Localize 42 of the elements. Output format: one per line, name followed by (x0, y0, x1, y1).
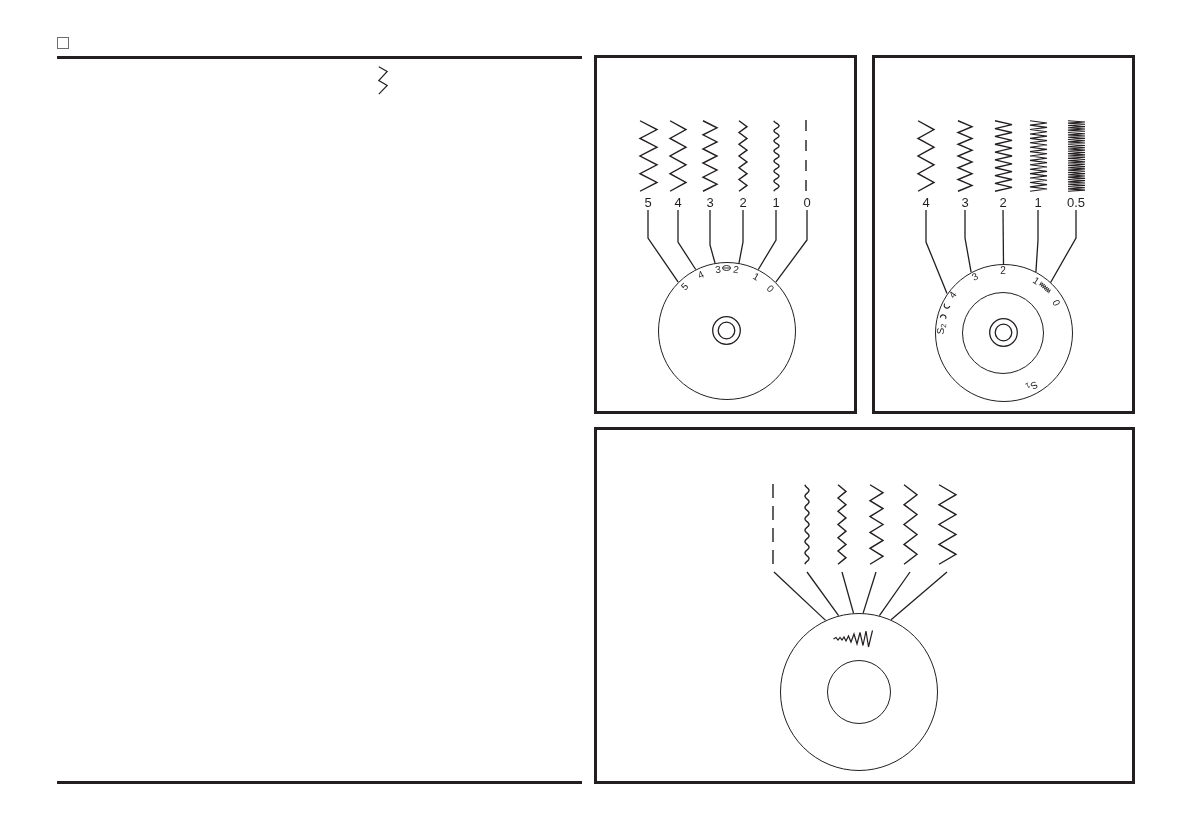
setting-number: 3 (961, 195, 969, 210)
setting-number: 1 (772, 195, 780, 210)
setting-number: 2 (999, 195, 1007, 210)
leader-line (1002, 209, 1005, 265)
dial-marking: 2 (732, 264, 740, 276)
dial-marking: 5 (679, 281, 691, 293)
leader-line (677, 209, 697, 271)
setting-number: 4 (674, 195, 682, 210)
dial-marking: 0 (764, 283, 776, 295)
leader-line (775, 209, 808, 283)
dial-marking: 1 (751, 271, 761, 283)
dial-marking: 1 (1031, 275, 1042, 288)
setting-number: 5 (644, 195, 652, 210)
figure-panel (594, 55, 857, 414)
leader-line (964, 209, 972, 273)
leader-line (757, 209, 777, 271)
leader-line (1049, 209, 1077, 284)
setting-number: 1 (1034, 195, 1042, 210)
setting-number: 0.5 (1066, 195, 1086, 210)
leader-line (862, 571, 877, 614)
leader-line (925, 209, 948, 295)
figure-panel (872, 55, 1135, 414)
leader-line (878, 571, 911, 617)
leader-line (647, 209, 679, 283)
setting-number: 0 (803, 195, 811, 210)
dial-marking: 3 (970, 271, 980, 283)
setting-number: 3 (706, 195, 714, 210)
leader-line (773, 571, 827, 622)
leader-line (806, 571, 840, 617)
dial-marking: 4 (696, 269, 706, 281)
leader-line (890, 571, 948, 621)
dial-marking: 0 (1050, 298, 1063, 308)
leader-line (709, 209, 716, 264)
dial-marking: 2 (1000, 265, 1006, 276)
figure-panel (594, 427, 1135, 784)
dial-marking: 3 (714, 264, 722, 276)
leader-line (1035, 209, 1039, 273)
dial-marking: 4 (947, 289, 960, 301)
setting-number: 2 (739, 195, 747, 210)
leader-line (738, 209, 744, 264)
setting-number: 4 (922, 195, 930, 210)
leader-line (841, 571, 855, 614)
